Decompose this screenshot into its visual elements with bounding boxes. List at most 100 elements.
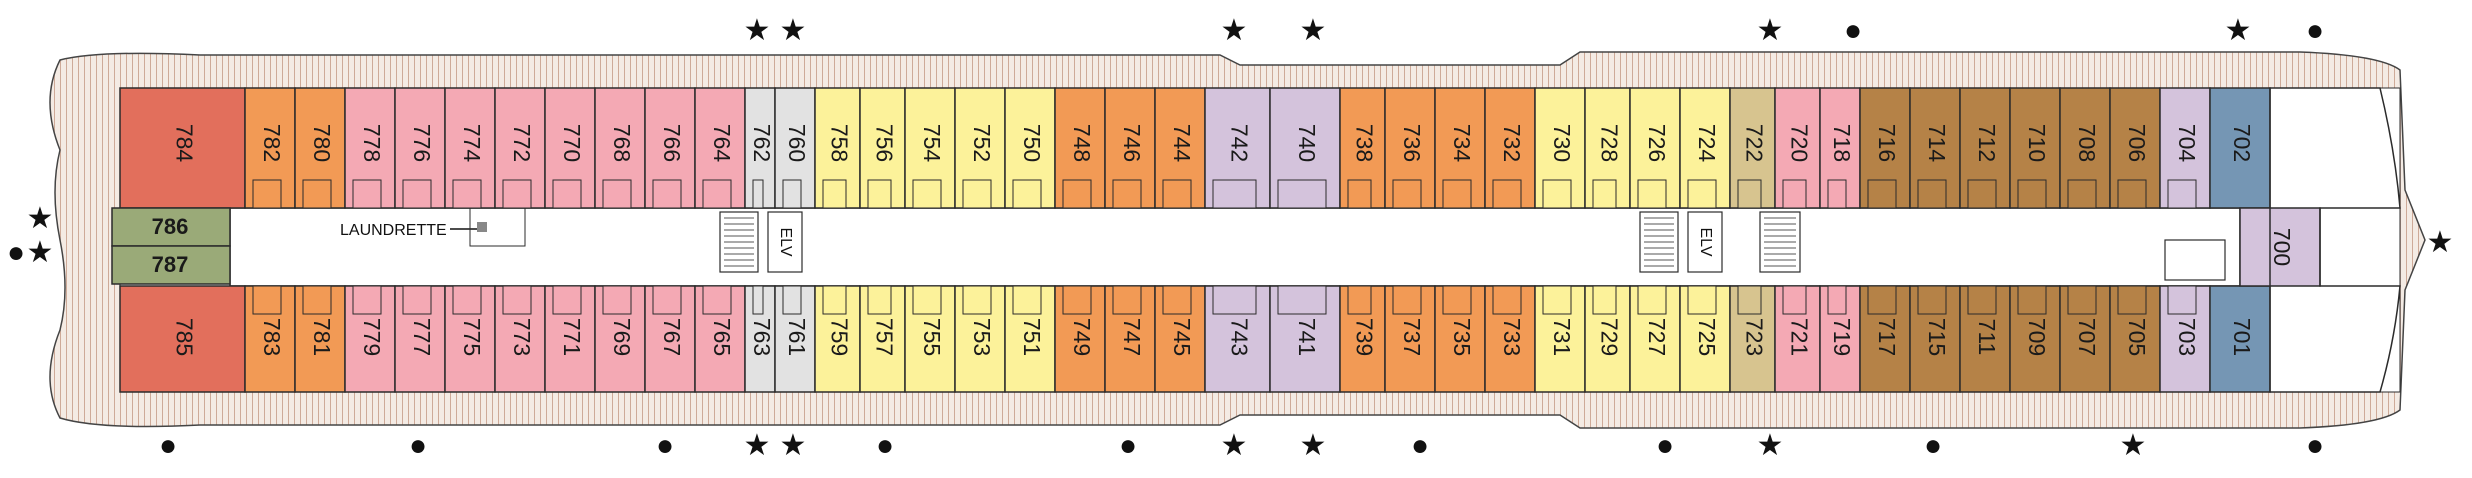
cabin-780[interactable]: 780 — [294, 87, 346, 209]
cabin-754[interactable]: 754 — [904, 87, 956, 209]
cabin-706[interactable]: 706 — [2109, 87, 2161, 209]
cabin-739[interactable]: 739 — [1339, 285, 1386, 393]
cabin-779[interactable]: 779 — [344, 285, 396, 393]
cabin-712[interactable]: 712 — [1959, 87, 2011, 209]
cabin-743[interactable]: 743 — [1204, 285, 1271, 393]
cabin-723[interactable]: 723 — [1729, 285, 1776, 393]
cabin-736[interactable]: 736 — [1384, 87, 1436, 209]
cabin-bath — [1827, 285, 1847, 315]
cabin-708[interactable]: 708 — [2059, 87, 2111, 209]
cabin-783[interactable]: 783 — [244, 285, 296, 393]
cabin-707[interactable]: 707 — [2059, 285, 2111, 393]
cabin-717[interactable]: 717 — [1859, 285, 1911, 393]
cabin-774[interactable]: 774 — [444, 87, 496, 209]
cabin-750[interactable]: 750 — [1004, 87, 1056, 209]
cabin-767[interactable]: 767 — [644, 285, 696, 393]
cabin-766[interactable]: 766 — [644, 87, 696, 209]
cabin-782[interactable]: 782 — [244, 87, 296, 209]
cabin-757[interactable]: 757 — [859, 285, 906, 393]
cabin-number: 755 — [919, 318, 945, 356]
cabin-787[interactable]: 787 — [111, 245, 231, 285]
cabin-768[interactable]: 768 — [594, 87, 646, 209]
cabin-733[interactable]: 733 — [1484, 285, 1536, 393]
cabin-760[interactable]: 760 — [774, 87, 816, 209]
cabin-748[interactable]: 748 — [1054, 87, 1106, 209]
cabin-721[interactable]: 721 — [1774, 285, 1821, 393]
cabin-bath — [552, 179, 582, 209]
cabin-784[interactable]: 784 — [119, 87, 246, 209]
cabin-742[interactable]: 742 — [1204, 87, 1271, 209]
cabin-732[interactable]: 732 — [1484, 87, 1536, 209]
cabin-number: 783 — [259, 318, 285, 356]
cabin-772[interactable]: 772 — [494, 87, 546, 209]
cabin-719[interactable]: 719 — [1819, 285, 1861, 393]
cabin-738[interactable]: 738 — [1339, 87, 1386, 209]
cabin-778[interactable]: 778 — [344, 87, 396, 209]
cabin-bath — [602, 179, 632, 209]
cabin-705[interactable]: 705 — [2109, 285, 2161, 393]
cabin-752[interactable]: 752 — [954, 87, 1006, 209]
cabin-714[interactable]: 714 — [1909, 87, 1961, 209]
star-marker: ★ — [1300, 14, 1327, 47]
cabin-725[interactable]: 725 — [1679, 285, 1731, 393]
cabin-755[interactable]: 755 — [904, 285, 956, 393]
cabin-745[interactable]: 745 — [1154, 285, 1206, 393]
cabin-765[interactable]: 765 — [694, 285, 746, 393]
cabin-731[interactable]: 731 — [1534, 285, 1586, 393]
cabin-bath — [1967, 285, 1997, 315]
cabin-740[interactable]: 740 — [1269, 87, 1341, 209]
cabin-753[interactable]: 753 — [954, 285, 1006, 393]
cabin-771[interactable]: 771 — [544, 285, 596, 393]
cabin-737[interactable]: 737 — [1384, 285, 1436, 393]
cabin-749[interactable]: 749 — [1054, 285, 1106, 393]
cabin-729[interactable]: 729 — [1584, 285, 1631, 393]
cabin-715[interactable]: 715 — [1909, 285, 1961, 393]
cabin-bath — [652, 285, 682, 315]
cabin-730[interactable]: 730 — [1534, 87, 1586, 209]
cabin-number: 770 — [559, 124, 585, 162]
cabin-711[interactable]: 711 — [1959, 285, 2011, 393]
cabin-716[interactable]: 716 — [1859, 87, 1911, 209]
cabin-724[interactable]: 724 — [1679, 87, 1731, 209]
cabin-735[interactable]: 735 — [1434, 285, 1486, 393]
cabin-764[interactable]: 764 — [694, 87, 746, 209]
cabin-fill — [2209, 87, 2271, 209]
dot-marker: ● — [876, 429, 894, 462]
cabin-718[interactable]: 718 — [1819, 87, 1861, 209]
cabin-726[interactable]: 726 — [1629, 87, 1681, 209]
cabin-769[interactable]: 769 — [594, 285, 646, 393]
cabin-761[interactable]: 761 — [774, 285, 816, 393]
cabin-773[interactable]: 773 — [494, 285, 546, 393]
cabin-775[interactable]: 775 — [444, 285, 496, 393]
cabin-727[interactable]: 727 — [1629, 285, 1681, 393]
cabin-703[interactable]: 703 — [2159, 285, 2211, 393]
cabin-720[interactable]: 720 — [1774, 87, 1821, 209]
cabin-bath — [502, 285, 532, 315]
cabin-762[interactable]: 762 — [744, 87, 776, 209]
cabin-704[interactable]: 704 — [2159, 87, 2211, 209]
cabin-770[interactable]: 770 — [544, 87, 596, 209]
cabin-751[interactable]: 751 — [1004, 285, 1056, 393]
cabin-756[interactable]: 756 — [859, 87, 906, 209]
cabin-746[interactable]: 746 — [1104, 87, 1156, 209]
cabin-777[interactable]: 777 — [394, 285, 446, 393]
cabin-759[interactable]: 759 — [814, 285, 861, 393]
cabin-710[interactable]: 710 — [2009, 87, 2061, 209]
cabin-bath — [2067, 179, 2097, 209]
cabin-786[interactable]: 786 — [111, 207, 231, 247]
cabin-734[interactable]: 734 — [1434, 87, 1486, 209]
cabin-758[interactable]: 758 — [814, 87, 861, 209]
cabin-747[interactable]: 747 — [1104, 285, 1156, 393]
cabin-744[interactable]: 744 — [1154, 87, 1206, 209]
cabin-722[interactable]: 722 — [1729, 87, 1776, 209]
cabin-709[interactable]: 709 — [2009, 285, 2061, 393]
cabin-701[interactable]: 701 — [2209, 285, 2271, 393]
cabin-702[interactable]: 702 — [2209, 87, 2271, 209]
cabin-785[interactable]: 785 — [119, 285, 246, 393]
cabin-728[interactable]: 728 — [1584, 87, 1631, 209]
cabin-781[interactable]: 781 — [294, 285, 346, 393]
cabin-776[interactable]: 776 — [394, 87, 446, 209]
cabin-700[interactable]: 700 — [2239, 207, 2321, 287]
cabin-763[interactable]: 763 — [744, 285, 776, 393]
cabin-741[interactable]: 741 — [1269, 285, 1341, 393]
